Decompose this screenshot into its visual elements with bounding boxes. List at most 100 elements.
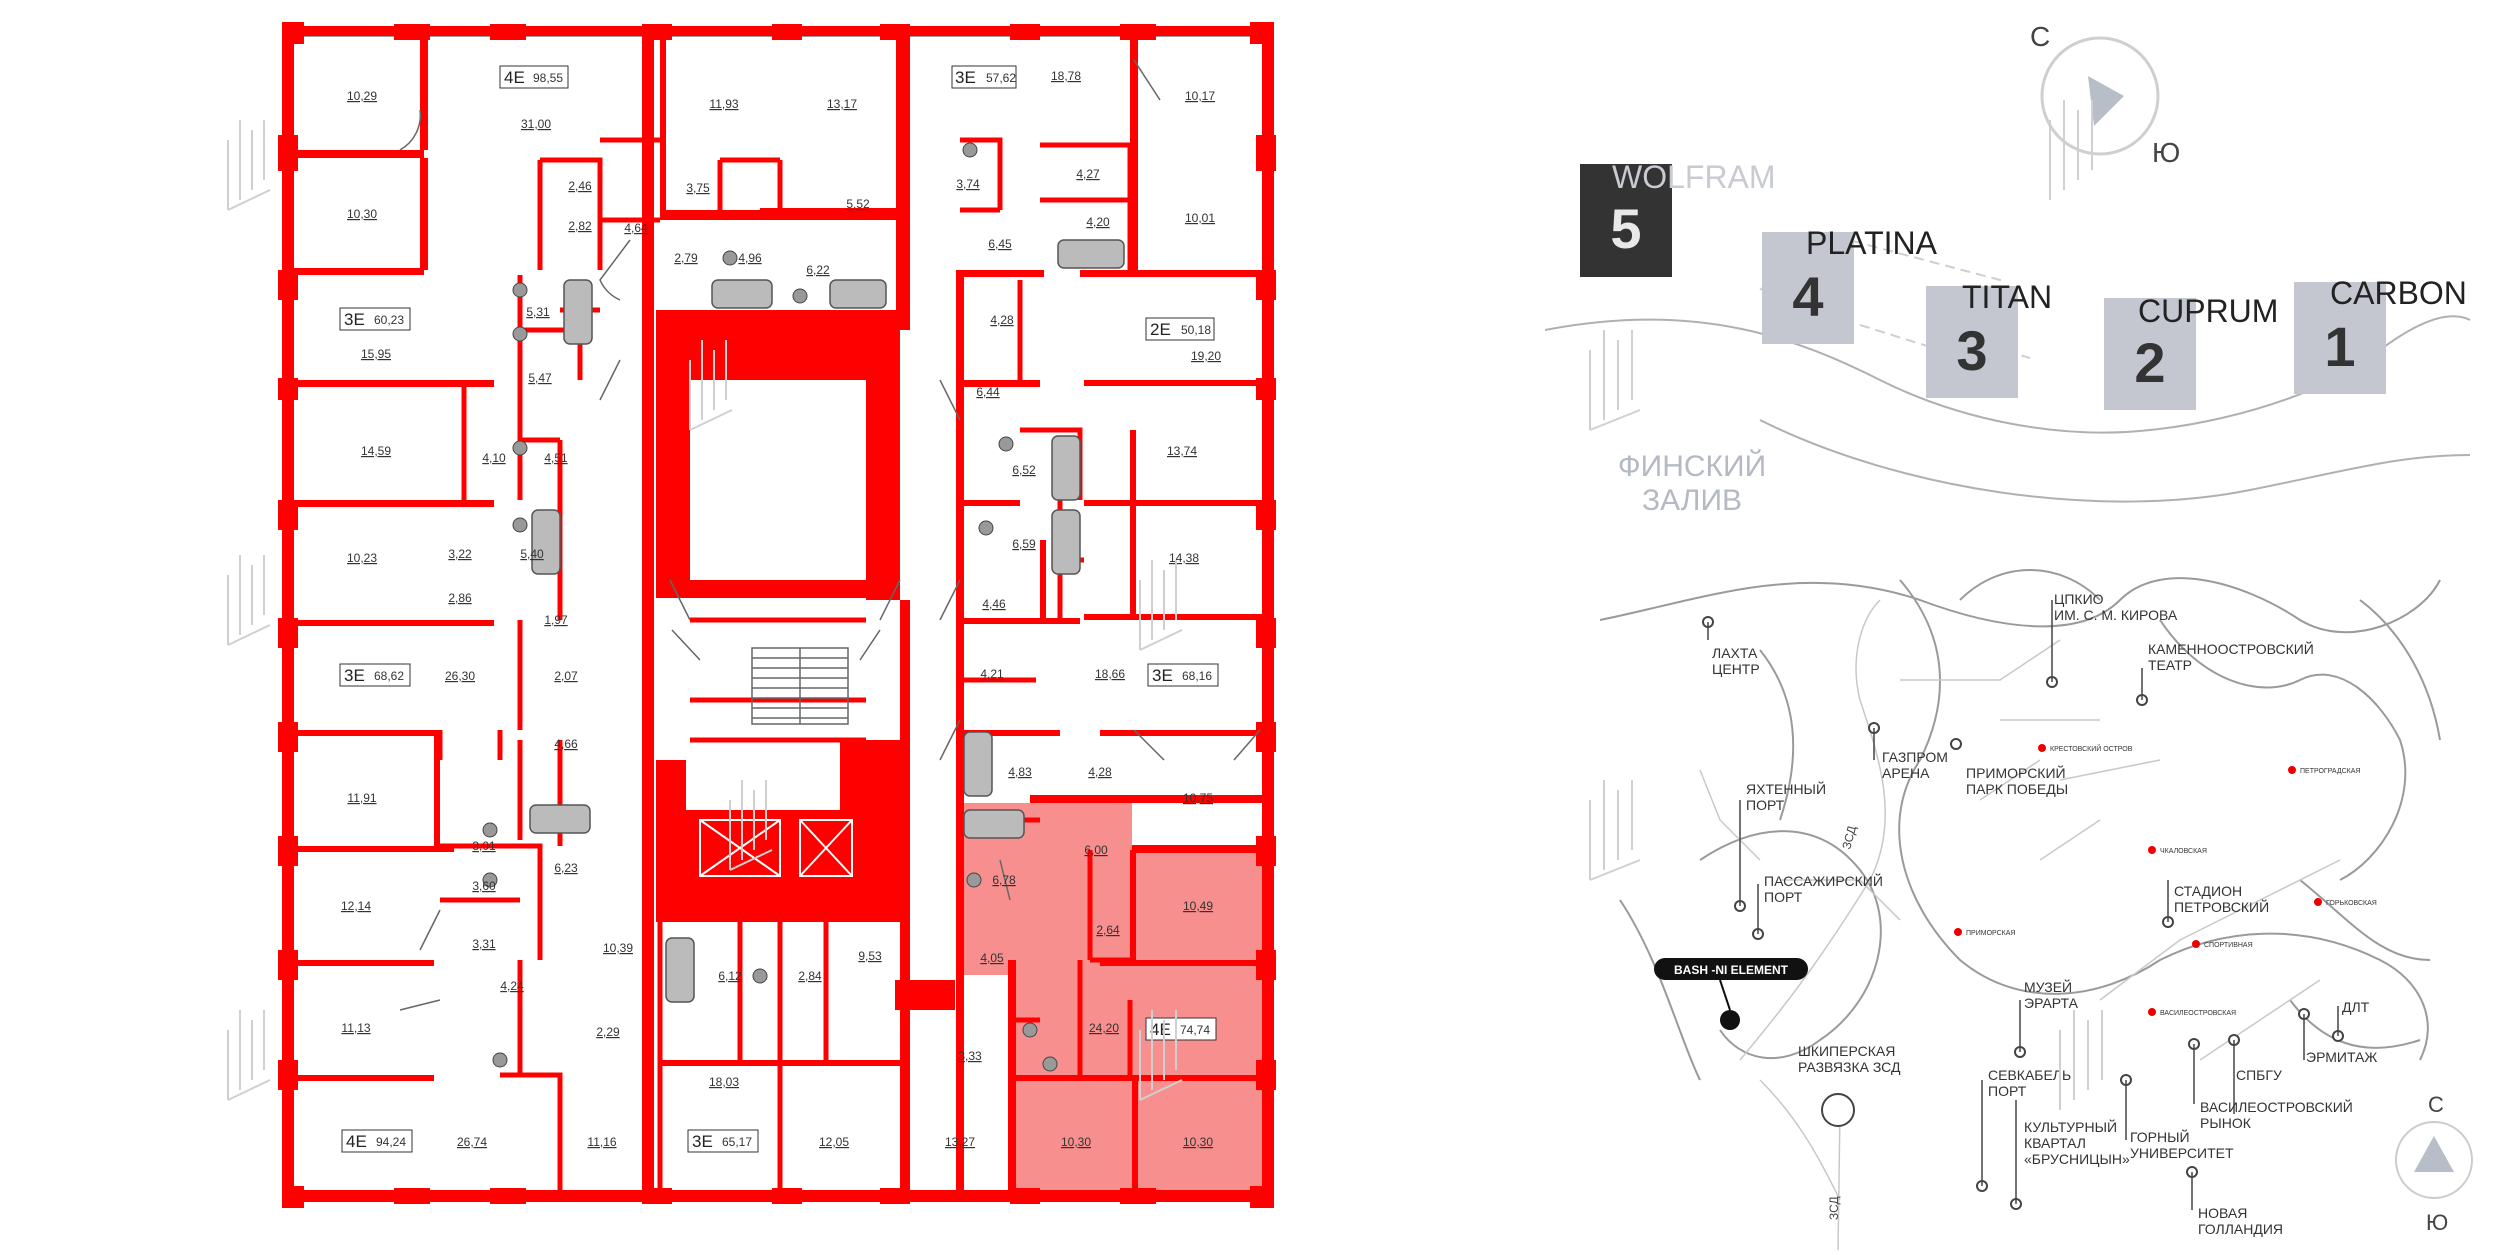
apt-type-label: 3E — [344, 310, 365, 329]
room-area: 3,33 — [958, 1049, 982, 1063]
room-area: 5,47 — [528, 371, 552, 385]
room-area: 6,23 — [554, 861, 578, 875]
svg-text:ПАССАЖИРСКИЙ: ПАССАЖИРСКИЙ — [1764, 872, 1883, 889]
room-area: 6,44 — [976, 385, 1000, 399]
building-platina[interactable]: 4 PLATINA — [1762, 225, 1938, 344]
svg-text:«БРУСНИЦЫН»: «БРУСНИЦЫН» — [2024, 1151, 2130, 1167]
room-area: 11,13 — [341, 1021, 370, 1035]
room-area: 6,59 — [1012, 537, 1036, 551]
svg-text:ЭРАРТА: ЭРАРТА — [2024, 995, 2079, 1011]
svg-text:ТЕАТР: ТЕАТР — [2148, 657, 2192, 673]
road-label: ЗСД — [1839, 824, 1859, 850]
apt-area-label: 60,23 — [374, 313, 404, 327]
apt-type-label: 3E — [955, 68, 976, 87]
svg-text:УНИВЕРСИТЕТ: УНИВЕРСИТЕТ — [2130, 1145, 2234, 1161]
room-area: 10,39 — [603, 941, 633, 955]
metro-stations: КРЕСТОВСКИЙ ОСТРОВ ПЕТРОГРАДСКАЯ ЧКАЛОВС… — [1954, 744, 2377, 1017]
room-area: 10,30 — [347, 207, 377, 221]
room-area: 6,45 — [988, 237, 1012, 251]
building-number: 3 — [1956, 319, 1987, 382]
svg-text:КУЛЬТУРНЫЙ: КУЛЬТУРНЫЙ — [2024, 1118, 2117, 1135]
svg-text:КАМЕННООСТРОВСКИЙ: КАМЕННООСТРОВСКИЙ — [2148, 640, 2314, 657]
svg-text:ПРИМОРСКИЙ: ПРИМОРСКИЙ — [1966, 764, 2066, 781]
svg-text:КВАРТАЛ: КВАРТАЛ — [2024, 1135, 2086, 1151]
water-label: ФИНСКИЙ ЗАЛИВ — [1618, 449, 1766, 517]
svg-text:ПЕТРОГРАДСКАЯ: ПЕТРОГРАДСКАЯ — [2300, 768, 2360, 775]
room-area: 4,46 — [982, 597, 1006, 611]
apt-type-label: 2E — [1150, 320, 1171, 339]
selected-apartment-highlight[interactable] — [962, 803, 1270, 1192]
apt-area-label: 68,16 — [1182, 669, 1212, 683]
svg-text:ЧКАЛОВСКАЯ: ЧКАЛОВСКАЯ — [2160, 848, 2207, 855]
room-area: 11,93 — [709, 97, 738, 111]
building-number: 1 — [2324, 315, 2355, 378]
room-area: 18,78 — [1051, 69, 1081, 83]
apt-type-label: 3E — [344, 666, 365, 685]
room-area: 3,22 — [448, 547, 472, 561]
room-area: 10,75 — [1183, 791, 1213, 805]
building-titan[interactable]: 3 TITAN — [1926, 279, 2052, 398]
room-area: 6,22 — [806, 263, 830, 277]
building-name: CARBON — [2330, 275, 2467, 311]
svg-text:ВАСИЛЕОСТРОВСКИЙ: ВАСИЛЕОСТРОВСКИЙ — [2200, 1098, 2353, 1115]
room-area: 2,46 — [568, 179, 592, 193]
room-area: 2,79 — [674, 251, 698, 265]
svg-text:ГОРНЫЙ: ГОРНЫЙ — [2130, 1128, 2190, 1145]
room-area: 4,66 — [554, 737, 578, 751]
svg-text:РЫНОК: РЫНОК — [2200, 1115, 2252, 1131]
room-area: 4,83 — [1008, 765, 1032, 779]
compass-south-label: Ю — [2426, 1210, 2448, 1235]
room-area: 14,59 — [361, 444, 391, 458]
room-area: 10,30 — [1061, 1135, 1091, 1149]
room-area: 4,51 — [544, 451, 568, 465]
room-area: 4,96 — [738, 251, 762, 265]
apt-area-label: 65,17 — [722, 1135, 752, 1149]
apt-type-label: 3E — [1152, 666, 1173, 685]
apt-type-label: 4E — [504, 68, 525, 87]
svg-text:ПРИМОРСКАЯ: ПРИМОРСКАЯ — [1966, 930, 2015, 937]
room-area: 2,07 — [554, 669, 578, 683]
apt-type-label: 4E — [1150, 1020, 1171, 1039]
room-area: 15,95 — [361, 347, 391, 361]
building-number: 2 — [2134, 331, 2165, 394]
building-name: TITAN — [1962, 279, 2052, 315]
svg-text:ПЕТРОВСКИЙ: ПЕТРОВСКИЙ — [2174, 898, 2269, 915]
room-area: 11,91 — [347, 791, 376, 805]
room-area: 4,28 — [1088, 765, 1112, 779]
poi-labels: ЦПКИО ИМ. С. М. КИРОВА ЛАХТА ЦЕНТР КАМЕН… — [1712, 591, 2377, 1237]
room-area: 1,97 — [544, 613, 568, 627]
project-location-badge[interactable]: BASH ‑NI ELEMENT — [1654, 958, 1808, 1030]
building-number: 5 — [1610, 197, 1641, 260]
svg-text:ШКИПЕРСКАЯ: ШКИПЕРСКАЯ — [1798, 1043, 1895, 1059]
floor-plan: 4E 98,55 3E 57,62 3E 60,23 2E 50,18 3E 6… — [227, 22, 1276, 1208]
room-area: 12,14 — [341, 899, 371, 913]
building-carbon[interactable]: 1 CARBON — [2294, 275, 2467, 394]
svg-text:МУЗЕЙ: МУЗЕЙ — [2024, 978, 2072, 995]
svg-text:ГОРЬКОВСКАЯ: ГОРЬКОВСКАЯ — [2326, 900, 2377, 907]
room-area: 3,01 — [472, 839, 496, 853]
svg-text:СПБГУ: СПБГУ — [2236, 1067, 2282, 1083]
svg-text:ЛАХТА: ЛАХТА — [1712, 645, 1758, 661]
apt-area-label: 68,62 — [374, 669, 404, 683]
svg-text:ГАЗПРОМ: ГАЗПРОМ — [1882, 749, 1948, 765]
room-area: 3,75 — [686, 181, 710, 195]
building-cuprum[interactable]: 2 CUPRUM — [2104, 293, 2278, 410]
svg-text:ЭРМИТАЖ: ЭРМИТАЖ — [2306, 1049, 2377, 1065]
svg-text:РАЗВЯЗКА ЗСД: РАЗВЯЗКА ЗСД — [1798, 1059, 1901, 1075]
svg-text:СЕВКАБЕЛЬ: СЕВКАБЕЛЬ — [1988, 1067, 2071, 1083]
building-wolfram[interactable]: 5 WOLFRAM — [1580, 159, 1776, 277]
apt-type-label: 3E — [692, 1132, 713, 1151]
room-area: 4,21 — [980, 667, 1004, 681]
svg-text:ЦПКИО: ЦПКИО — [2054, 591, 2104, 607]
project-badge-label: BASH ‑NI ELEMENT — [1674, 963, 1789, 977]
apt-type-label: 4E — [346, 1132, 367, 1151]
svg-text:ПОРТ: ПОРТ — [1988, 1083, 2027, 1099]
room-area: 2,84 — [798, 969, 822, 983]
room-area: 24,20 — [1089, 1021, 1119, 1035]
room-area: 4,24 — [500, 979, 524, 993]
room-area: 2,64 — [1096, 923, 1120, 937]
room-area: 2,86 — [448, 591, 472, 605]
room-area: 13,27 — [945, 1135, 975, 1149]
apt-area-label: 94,24 — [376, 1135, 406, 1149]
